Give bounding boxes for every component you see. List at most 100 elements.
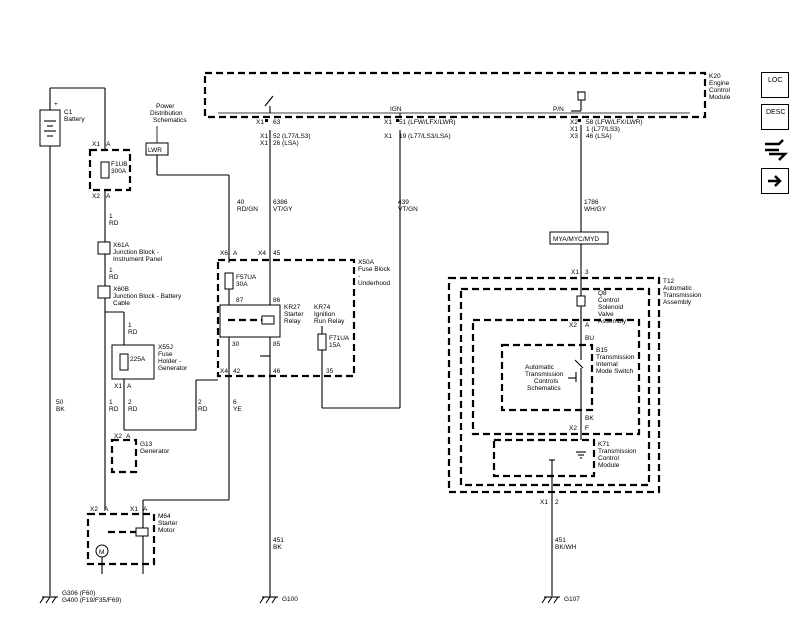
t12-id: T12 [663,278,675,285]
wire-40-circuit: 40 [237,199,245,206]
pds-line-2: Distribution [150,110,183,117]
k20-name-3: Module [709,94,731,101]
pds-line-3: Schematics [153,117,187,124]
kr27-p86: 86 [273,297,281,304]
ground-g107 [541,596,560,604]
k71-x2: X2 [569,425,577,432]
pds-line-1: Power [156,103,175,110]
kr27-name-1: Starter [284,311,304,318]
f1ub-rating: 300A [111,168,127,175]
f71ua-rating: 15A [329,342,341,349]
wire-6-circuit: 6 [233,399,237,406]
g13-name: Generator [140,448,170,455]
next-button[interactable] [761,168,789,194]
k20-x1-f: X1 [570,126,578,133]
q8-name-3: Valve [598,311,614,318]
description-icon: DESC [766,109,786,116]
wire-1rd-c-color: RD [128,329,138,336]
x50a-x4-bot: X4 [220,368,228,375]
wire-1rd-d-color: RD [109,406,119,413]
k71-name-1: Transmission [598,448,637,455]
q8-name-4: Assembly [598,318,627,325]
f1ub-pin-b: A [106,193,111,200]
pds-lwr: LWR [148,147,162,154]
ground-g306 [39,596,58,604]
wire-451a-color: BK [273,544,282,551]
wire-50-color: BK [56,406,65,413]
t12-name-2: Transmission [663,292,702,299]
f1ub-id: F1UB [111,161,128,168]
ats-line-2: Transmission [525,371,564,378]
b15-name-3: Mode Switch [596,368,634,375]
ground-g100 [259,596,278,604]
x50a-name-1: Fuse Block [358,266,391,273]
k20-name-2: Control [709,87,731,94]
q8-name-2: Solenoid [598,304,624,311]
x55j-rating: 225A [130,356,146,363]
x50a-pin-45: 45 [273,250,281,257]
k20-x1-c: X1 [260,140,268,147]
wire-6386-circuit: 6386 [273,199,288,206]
k20-id: K20 [709,73,721,80]
x50a-pin-a: A [233,250,238,257]
m64-id: M64 [158,513,171,520]
wire-6386-color: VT/GY [273,206,293,213]
wire-1786-color: WH/GY [584,206,607,213]
f1ub-x1: X1 [92,141,100,148]
wire-2rd-a-color: RD [128,406,138,413]
wire-1rd-b-color: RD [109,274,119,281]
k71-name-3: Module [598,462,620,469]
wire-2rd-b-circuit: 2 [198,399,202,406]
kr27-id: KR27 [284,304,301,311]
arrow-right-icon [768,175,782,187]
kr27-name-2: Relay [284,318,301,325]
wire-bk: BK [585,415,594,422]
x60b-id: X60B [113,286,129,293]
x50a-pin-42: 42 [233,368,241,375]
q8-name-1: Control [598,297,620,304]
kr27-p30: 30 [232,341,240,348]
k20-pin-1: 1 (L77/LS3) [586,126,620,133]
kr74-name-2: Run Relay [314,318,345,325]
x61a-id: X61A [113,242,130,249]
connector-icon [765,139,789,161]
wire-1rd-c-circuit: 1 [128,322,132,329]
wire-1rd-b-circuit: 1 [109,267,113,274]
x50a-pin-46: 46 [273,368,281,375]
wire-451b-circuit: 451 [555,537,566,544]
description-button[interactable]: DESC [761,104,789,130]
kr27-p87: 87 [236,297,244,304]
location-button[interactable]: LOC [761,72,789,98]
wire-451a-circuit: 451 [273,537,284,544]
wire-1rd-a-circuit: 1 [109,213,113,220]
x61a-name-2: Instrument Panel [113,256,163,263]
k71-name-2: Control [598,455,620,462]
k71-id: K71 [598,441,610,448]
svg-text:+: + [54,101,58,108]
k20-pin-26: 26 (LSA) [273,140,299,147]
connector-button[interactable] [761,136,789,162]
wire-40-color: RD/GN [237,206,258,213]
ground-g306-label: G306 (F60) [62,590,95,597]
wire-451b-color: BK/WH [555,544,577,551]
g13-id: G13 [140,441,153,448]
ats-line-1: Automatic [525,364,555,371]
k20-pin-63: 63 [273,119,281,126]
x50a-pin-35: 35 [326,368,334,375]
wire-50-circuit: 50 [56,399,64,406]
b15-id: B15 [596,347,608,354]
x50a-name-3: Underhood [358,280,391,287]
x50a-x4-top: X4 [258,250,266,257]
wire-1786-circuit: 1786 [584,199,599,206]
x60b-name-2: Cable [113,300,130,307]
q8-id: Q8 [598,290,607,297]
x50a-name-2: - [358,273,360,280]
k20-pin-51: 51 (LFW/LFX/LWR) [399,119,456,126]
kr74-id: KR74 [314,304,331,311]
m64-x2: X2 [90,506,98,513]
k20-x2: X2 [570,119,578,126]
wire-439-circuit: 439 [398,199,409,206]
wire-1rd-a-color: RD [109,220,119,227]
k20-pin-58: 58 (LFW/LFX/LWR) [586,119,643,126]
